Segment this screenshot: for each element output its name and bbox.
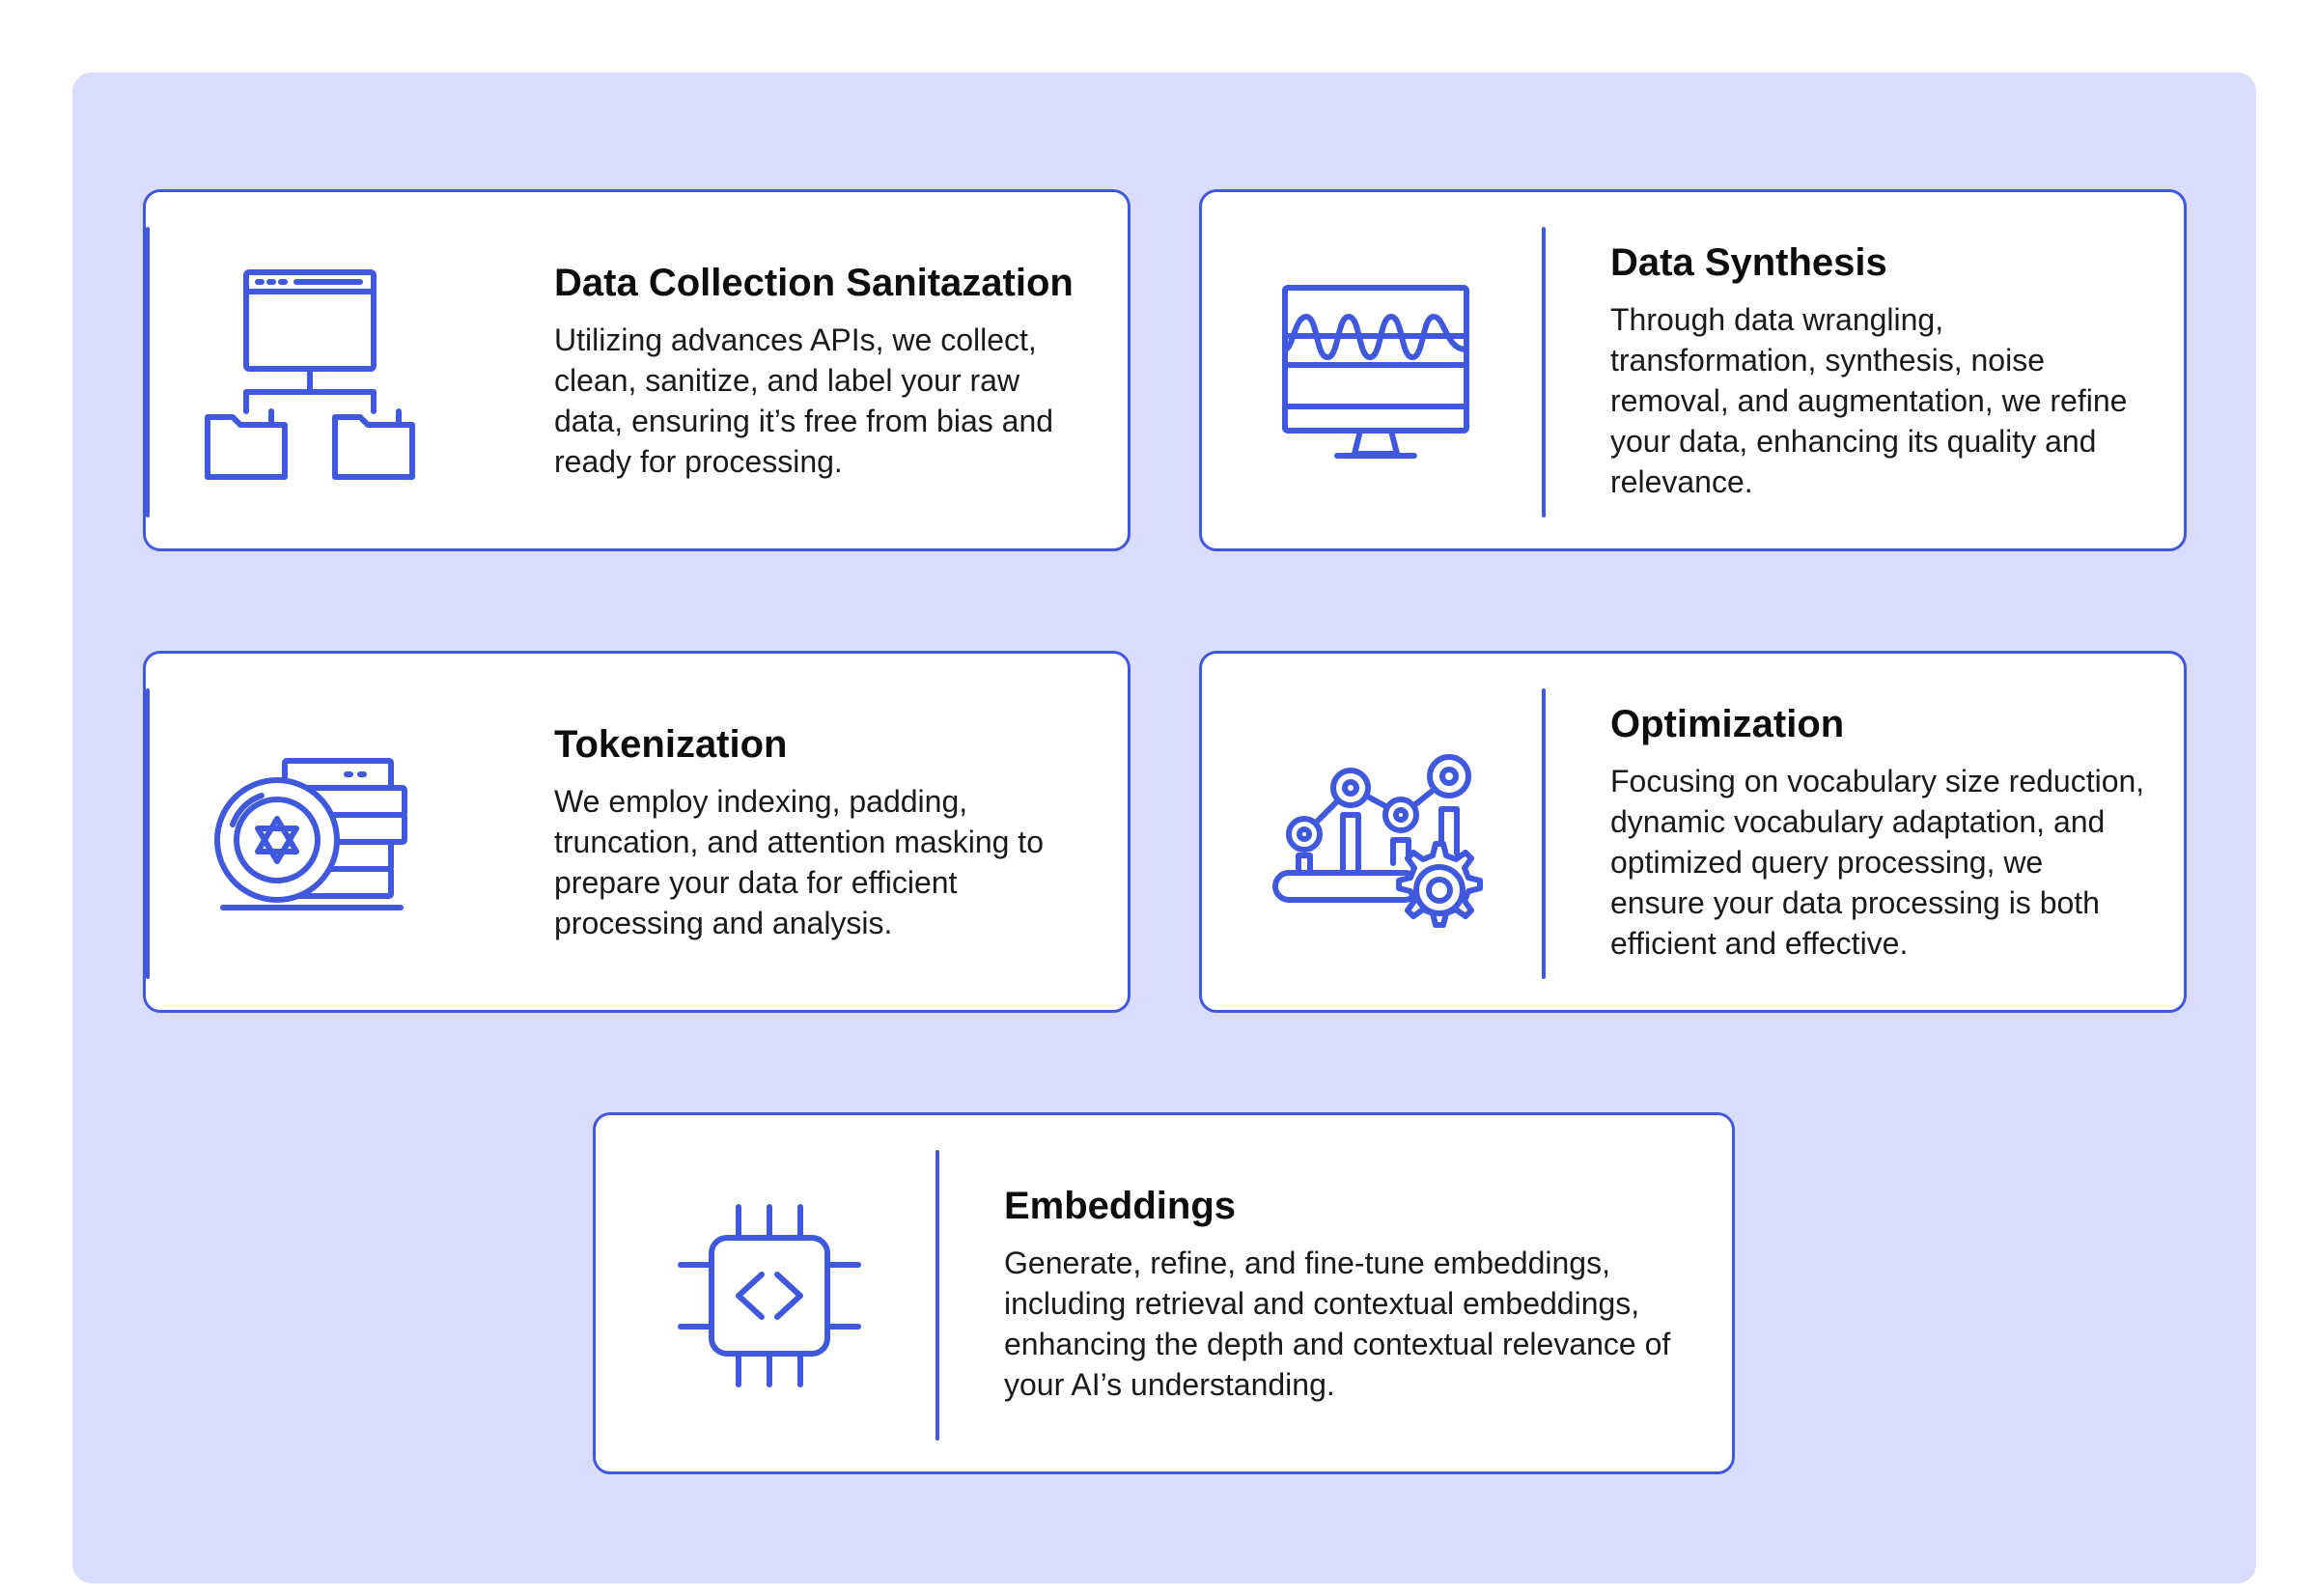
card-data-collection: Data Collection Sanitazation Utilizing a… bbox=[143, 189, 1131, 551]
card-title: Tokenization bbox=[554, 722, 788, 766]
card-divider bbox=[935, 1150, 939, 1441]
card-description: Utilizing advances APIs, we collect, cle… bbox=[554, 322, 1054, 479]
card-title: Embeddings bbox=[1004, 1184, 1237, 1227]
card-divider bbox=[1542, 688, 1546, 979]
card-divider bbox=[1542, 227, 1546, 518]
optimization-gear-chart-icon bbox=[1260, 718, 1492, 950]
card-description: We employ indexing, padding, truncation,… bbox=[554, 783, 1044, 940]
hierarchy-folders-icon bbox=[204, 257, 435, 489]
card-title: Data Synthesis bbox=[1610, 240, 1887, 284]
card-description: Generate, refine, and fine-tune embeddin… bbox=[1004, 1245, 1671, 1402]
card-tokenization: Tokenization We employ indexing, padding… bbox=[143, 651, 1131, 1013]
token-coins-icon bbox=[204, 718, 435, 950]
card-description: Through data wrangling, transformation, … bbox=[1610, 301, 2128, 499]
card-description: Focusing on vocabulary size reduction, d… bbox=[1610, 763, 2145, 961]
card-divider bbox=[146, 688, 150, 979]
card-embeddings: Embeddings Generate, refine, and fine-tu… bbox=[593, 1112, 1735, 1474]
card-title: Data Collection Sanitazation bbox=[554, 261, 1074, 304]
card-data-synthesis: Data Synthesis Through data wrangling, t… bbox=[1199, 189, 2187, 551]
card-optimization: Optimization Focusing on vocabulary size… bbox=[1199, 651, 2187, 1013]
card-title: Optimization bbox=[1610, 702, 1845, 745]
card-divider bbox=[146, 227, 150, 518]
monitor-waveform-icon bbox=[1260, 257, 1492, 489]
chip-code-icon bbox=[654, 1180, 885, 1412]
